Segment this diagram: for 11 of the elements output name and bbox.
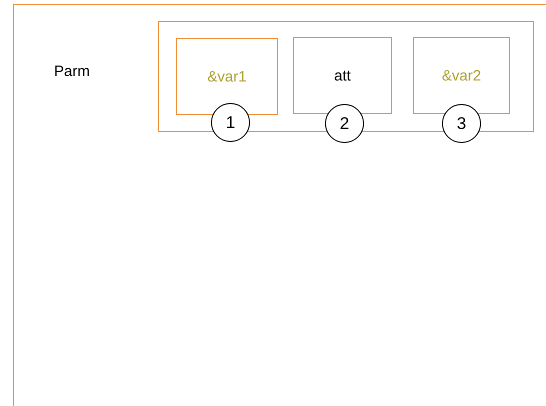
number-circle [325,104,364,143]
circle-number: 1 [226,112,236,132]
frame [13,4,546,406]
box-label: att [334,67,351,84]
circle-number: 2 [340,114,350,134]
box-label: &var1 [207,68,247,85]
number-circle [442,104,481,143]
box-label: &var2 [442,67,482,84]
row-label: Parm [54,63,90,80]
circle-number: 3 [456,114,466,134]
number-circle [211,103,250,142]
